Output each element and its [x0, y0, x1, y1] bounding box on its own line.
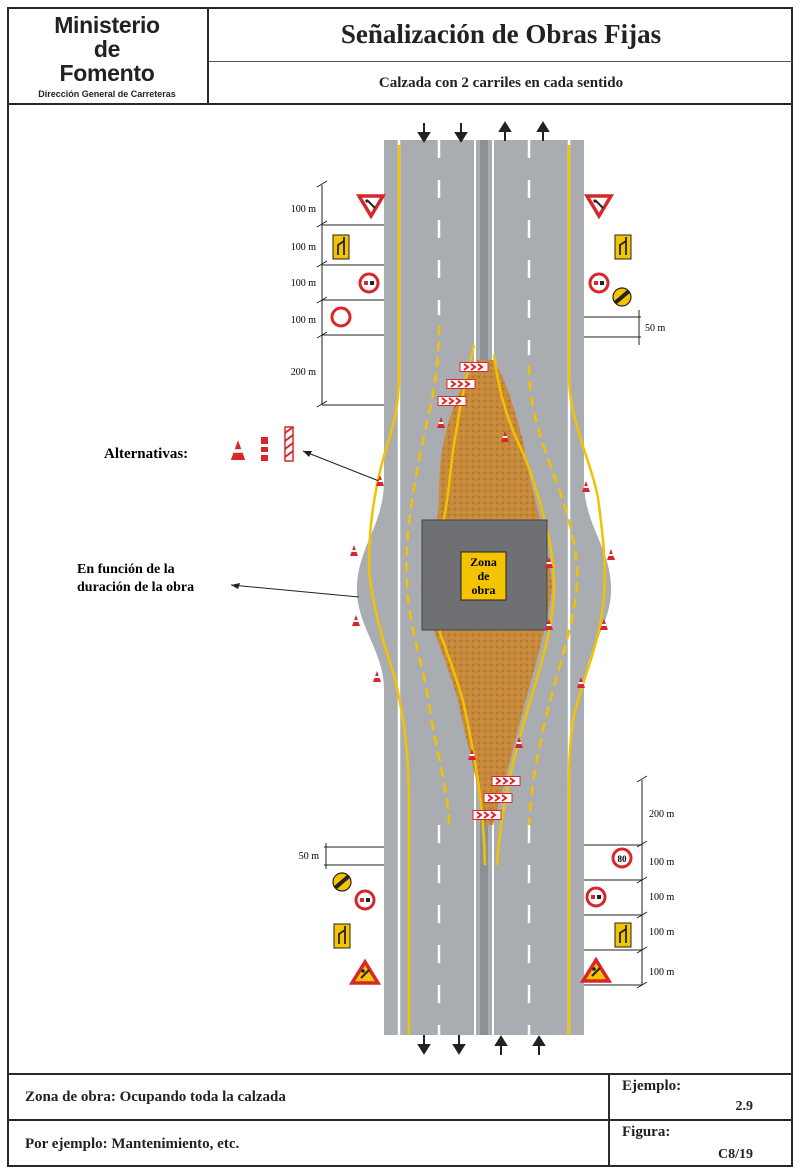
footer-row-2: Por ejemplo: Mantenimiento, etc. Figura:… — [7, 1119, 793, 1167]
duration-note-2: duración de la obra — [77, 580, 194, 595]
logo-subtitle: Dirección General de Carreteras — [38, 89, 176, 99]
arrow-up-icon — [536, 121, 550, 141]
roadworks-warning-icon — [350, 960, 380, 985]
arrow-down-icon — [417, 123, 431, 143]
work-zone-label-3: obra — [472, 583, 496, 597]
road-diagram: Zona de obra 100 m 100 m 100 m 100 m 200… — [77, 121, 675, 1055]
direction-arrows — [417, 121, 550, 1055]
lane-closure-icon — [332, 234, 350, 260]
example-label: Ejemplo: — [622, 1078, 682, 1094]
panel-icon — [284, 426, 294, 462]
arrow-up-icon — [532, 1035, 546, 1055]
end-restriction-icon — [331, 871, 353, 893]
speed-limit-icon: 80 — [611, 847, 633, 869]
cone-icon — [230, 440, 246, 460]
distance-label: 200 m — [649, 809, 675, 820]
arrow-down-icon — [452, 1035, 466, 1055]
roadworks-warning-icon — [581, 958, 611, 983]
arrow-up-icon — [494, 1035, 508, 1055]
page-frame — [7, 7, 793, 1167]
distance-label: 50 m — [299, 851, 320, 862]
logo-line-1: Ministerio — [54, 12, 160, 38]
chevron-board-icon — [491, 775, 521, 787]
top-right-measure — [584, 310, 641, 345]
arrow-down-icon — [454, 123, 468, 143]
lane-closure-icon — [614, 922, 632, 948]
logo-line-3: Fomento — [59, 60, 155, 86]
distance-label: 100 m — [291, 242, 317, 253]
no-overtaking-icon — [588, 272, 610, 294]
lane-closure-icon — [333, 923, 351, 949]
example-value: 2.9 — [735, 1099, 754, 1114]
bottom-right-measures — [584, 775, 648, 989]
page-subtitle: Calzada con 2 carriles en cada sentido — [209, 62, 793, 105]
distance-label: 100 m — [649, 967, 675, 978]
work-zone-label-2: de — [478, 569, 491, 583]
bottom-left-measure — [324, 843, 384, 869]
figure-value: C8/19 — [718, 1147, 753, 1162]
duration-note-1: En función de la — [77, 562, 175, 577]
chevron-board-icon — [446, 378, 476, 390]
top-left-measures — [316, 180, 384, 408]
distance-label: 100 m — [649, 857, 675, 868]
roadworks-warning-icon — [585, 194, 613, 218]
distance-label: 100 m — [649, 892, 675, 903]
no-overtaking-icon — [358, 272, 380, 294]
arrow-up-icon — [498, 121, 512, 141]
logo-line-2: de — [93, 36, 121, 62]
chevron-board-icon — [437, 395, 467, 407]
work-zone-description: Zona de obra: Ocupando toda la calzada — [7, 1075, 610, 1119]
end-restriction-icon — [611, 286, 633, 308]
work-zone-label-1: Zona — [470, 555, 497, 569]
ministry-logo: Ministerio de Fomento Dirección General … — [7, 7, 209, 105]
chevron-board-icon — [459, 361, 489, 373]
no-overtaking-icon — [354, 889, 376, 911]
footer-row-1: Zona de obra: Ocupando toda la calzada E… — [7, 1073, 793, 1119]
page-title: Señalización de Obras Fijas — [209, 7, 793, 62]
distance-label: 100 m — [291, 278, 317, 289]
distance-label: 100 m — [291, 204, 317, 215]
bollard-icon — [261, 437, 268, 461]
lane-closure-icon — [614, 234, 632, 260]
chevron-board-icon — [483, 792, 513, 804]
distance-label: 200 m — [291, 367, 317, 378]
svg-text:80: 80 — [618, 854, 628, 864]
roadworks-warning-icon — [357, 194, 385, 218]
distance-label: 100 m — [649, 927, 675, 938]
chevron-board-icon — [472, 809, 502, 821]
distance-label: 50 m — [645, 323, 666, 334]
no-overtaking-icon — [585, 886, 607, 908]
arrow-down-icon — [417, 1035, 431, 1055]
alternatives-label: Alternativas: — [104, 446, 188, 462]
speed-limit-icon — [330, 306, 352, 328]
work-zone-sign — [460, 551, 507, 601]
figure-label: Figura: — [622, 1124, 671, 1140]
distance-label: 100 m — [291, 315, 317, 326]
example-description: Por ejemplo: Mantenimiento, etc. — [7, 1121, 610, 1167]
